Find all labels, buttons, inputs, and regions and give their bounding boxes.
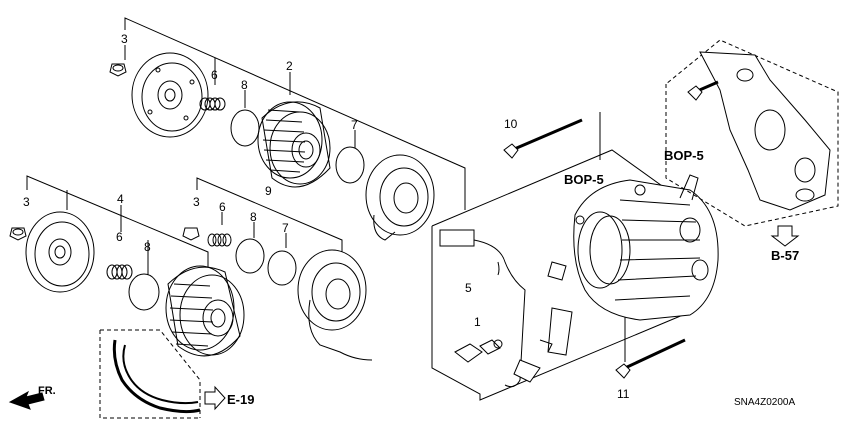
long-bolt-10	[503, 118, 583, 159]
upper-snap-ring	[230, 109, 260, 147]
lower-field-coil	[297, 249, 373, 361]
front-arrow-icon	[8, 390, 45, 410]
bracket-clip	[539, 261, 573, 356]
callout-6-lower: 6	[116, 230, 123, 244]
diagram-code: SNA4Z0200A	[734, 397, 796, 408]
ref-bop-5-left: BOP-5	[564, 172, 604, 187]
upper-pulley	[257, 101, 331, 188]
ref-bop-5-right: BOP-5	[664, 148, 704, 163]
lower-pressure-plate	[25, 211, 95, 293]
callout-6-lower-b: 6	[219, 200, 226, 214]
callout-7-lower: 7	[282, 221, 289, 235]
upper-pressure-plate	[131, 52, 209, 138]
callout-3-lower: 3	[23, 195, 30, 209]
callout-8-lower-b: 8	[250, 210, 257, 224]
ref-e-19: E-19	[227, 392, 255, 407]
upper-snap-ring-7	[335, 146, 365, 184]
callout-9: 9	[265, 184, 272, 198]
cable-clamp	[513, 359, 541, 383]
callout-8-upper: 8	[241, 78, 248, 92]
lower-shims	[106, 264, 133, 280]
callout-5: 5	[465, 281, 472, 295]
callout-6-upper: 6	[211, 68, 218, 82]
lower-snap-ring-7	[267, 250, 297, 286]
lower-bolt	[9, 227, 27, 241]
lower-snap-ring	[128, 273, 160, 311]
compressor-group-box	[431, 112, 691, 401]
upper-group-bracket	[124, 17, 466, 210]
callout-4: 4	[117, 192, 124, 206]
callout-7-upper: 7	[351, 118, 358, 132]
callout-3-upper: 3	[121, 32, 128, 46]
relief-valve-1	[454, 339, 503, 363]
lower-snap-ring-8b	[235, 238, 265, 274]
upper-field-coil	[365, 154, 435, 241]
b57-arrow	[770, 225, 800, 247]
lower-small-bolt	[182, 227, 200, 241]
callout-10: 10	[504, 117, 518, 131]
callout-1: 1	[474, 315, 481, 329]
compressor-body	[573, 174, 719, 321]
lower-pulley	[165, 265, 245, 357]
upper-bolt	[109, 63, 127, 77]
wire-harness-5	[439, 229, 526, 388]
callout-3-lower-b: 3	[193, 195, 200, 209]
mount-bracket	[699, 51, 831, 211]
lower-group-bracket	[26, 175, 343, 275]
drive-belt	[99, 329, 201, 419]
upper-shims	[199, 97, 226, 111]
callout-11: 11	[617, 387, 630, 401]
long-bolt-11	[615, 338, 686, 379]
lower-shims-6b	[207, 233, 232, 247]
callout-8-lower: 8	[144, 240, 151, 254]
e19-arrow	[204, 385, 226, 411]
mount-bracket-box	[665, 39, 839, 227]
front-label: FR.	[38, 385, 56, 397]
mount-bolt	[687, 80, 719, 101]
ref-b-57: B-57	[771, 248, 800, 263]
callout-2: 2	[286, 59, 293, 73]
